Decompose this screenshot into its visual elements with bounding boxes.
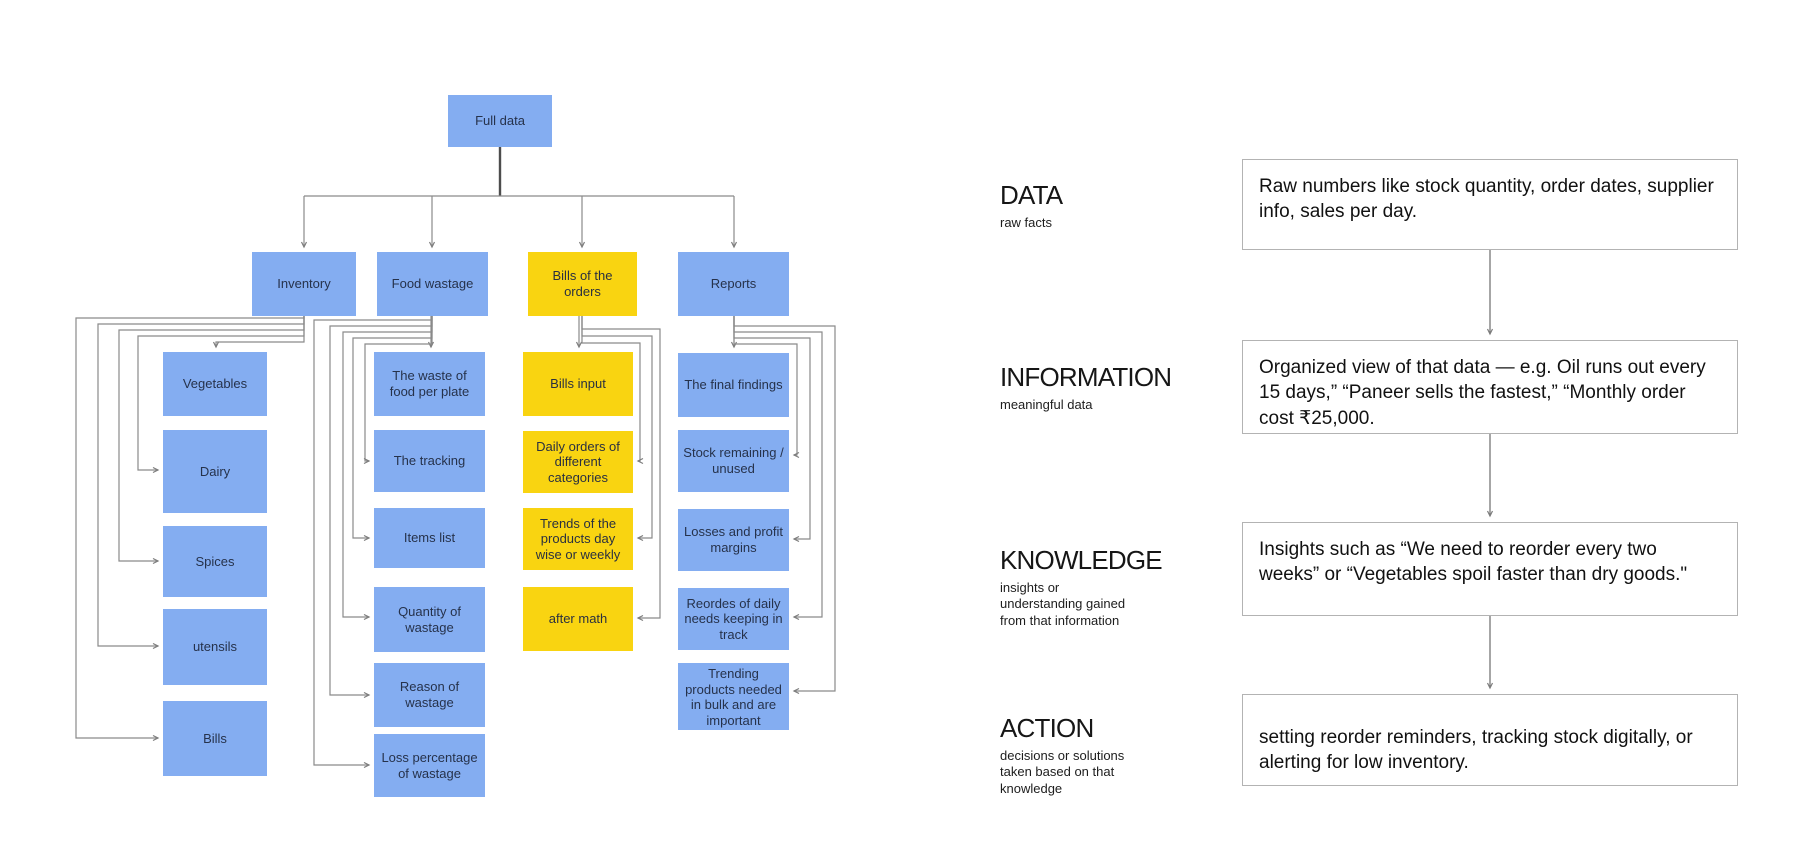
connector-utensils <box>97 316 305 650</box>
dikw-title: KNOWLEDGE <box>1000 545 1163 575</box>
node-vegetables[interactable]: Vegetables <box>163 352 267 416</box>
node-dairy[interactable]: Dairy <box>163 430 267 513</box>
node-label: Food wastage <box>391 276 474 292</box>
node-label: Bills of the orders <box>552 268 613 299</box>
connector-reordes <box>733 316 823 621</box>
dikw-label-data[interactable]: DATA raw facts <box>1000 181 1235 231</box>
node-label: The final findings <box>684 377 783 393</box>
node-label: Vegetables <box>182 376 248 392</box>
node-label: The waste of food per plate <box>389 368 470 399</box>
node-label: Bills <box>203 730 227 746</box>
node-utensils[interactable]: utensils <box>163 609 267 685</box>
node-quantity-of-wastage[interactable]: Quantity of wastage <box>374 587 485 652</box>
node-spices[interactable]: Spices <box>163 526 267 597</box>
node-reports[interactable]: Reports <box>678 252 789 316</box>
connector-trends <box>581 316 653 542</box>
node-loss-percentage[interactable]: Loss percentage of wastage <box>374 734 485 797</box>
node-trending-products[interactable]: Trending products needed in bulk and are… <box>678 663 789 730</box>
dikw-subtitle: insights or understanding gained from th… <box>1000 579 1126 629</box>
node-stock-remaining[interactable]: Stock remaining / unused <box>678 430 789 492</box>
node-label: utensils <box>192 639 238 655</box>
connector-bills <box>75 316 305 742</box>
node-reordes[interactable]: Reordes of daily needs keeping in track <box>678 588 789 650</box>
node-inventory[interactable]: Inventory <box>252 252 356 316</box>
connector-quantity-wastage <box>342 316 433 621</box>
node-reason-of-wastage[interactable]: Reason of wastage <box>374 663 485 727</box>
dikw-label-knowledge[interactable]: KNOWLEDGE insights or understanding gain… <box>1000 546 1235 630</box>
node-bills-input[interactable]: Bills input <box>523 352 633 416</box>
dikw-box-text: Raw numbers like stock quantity, order d… <box>1259 176 1714 223</box>
node-label: Quantity of wastage <box>398 603 461 635</box>
node-label: Items list <box>403 530 456 546</box>
dikw-subtitle: meaningful data <box>1000 396 1093 412</box>
node-after-math[interactable]: after math <box>523 587 633 651</box>
node-bills[interactable]: Bills <box>163 701 267 776</box>
node-the-tracking[interactable]: The tracking <box>374 430 485 492</box>
node-bills-of-the-orders[interactable]: Bills of the orders <box>528 252 637 316</box>
node-label: Dairy <box>199 463 231 479</box>
dikw-box-text: Insights such as “We need to reorder eve… <box>1259 539 1688 586</box>
node-label: Reason of wastage <box>399 679 460 710</box>
dikw-subtitle: decisions or solutions taken based on th… <box>1000 747 1125 797</box>
dikw-box-text: setting reorder reminders, tracking stoc… <box>1259 727 1693 774</box>
node-label: Daily orders of different categories <box>536 438 620 485</box>
connector-spices <box>118 316 305 565</box>
node-label: Full data <box>475 113 525 129</box>
dikw-label-action[interactable]: ACTION decisions or solutions taken base… <box>1000 714 1235 798</box>
dikw-box-action[interactable]: setting reorder reminders, tracking stoc… <box>1242 694 1738 786</box>
node-label: Inventory <box>277 276 331 292</box>
node-label: The tracking <box>393 453 466 469</box>
node-label: Trending products needed in bulk and are… <box>685 666 782 728</box>
node-final-findings[interactable]: The final findings <box>678 353 789 417</box>
node-label: Spices <box>195 553 235 569</box>
node-losses-margins[interactable]: Losses and profit margins <box>678 509 789 571</box>
dikw-subtitle: raw facts <box>1000 214 1053 230</box>
dikw-title: INFORMATION <box>1000 362 1172 392</box>
node-label: Loss percentage of wastage <box>381 749 478 781</box>
dikw-box-data[interactable]: Raw numbers like stock quantity, order d… <box>1242 159 1738 250</box>
node-label: Bills input <box>550 376 606 392</box>
node-label: after math <box>548 611 608 627</box>
node-label: Stock remaining / unused <box>683 445 784 476</box>
node-label: Reports <box>710 276 757 292</box>
node-label: Trends of the products day wise or weekl… <box>535 515 621 562</box>
connector-vegetables <box>212 316 305 349</box>
node-items-list[interactable]: Items list <box>374 508 485 568</box>
node-full-data[interactable]: Full data <box>448 95 552 147</box>
connector-losses-margins <box>733 316 811 543</box>
dikw-box-information[interactable]: Organized view of that data — e.g. Oil r… <box>1242 340 1738 434</box>
node-label: Losses and profit margins <box>683 524 783 555</box>
dikw-title: ACTION <box>1000 713 1094 743</box>
node-food-wastage[interactable]: Food wastage <box>377 252 488 316</box>
node-label: Reordes of daily needs keeping in track <box>684 595 783 642</box>
node-daily-orders[interactable]: Daily orders of different categories <box>523 431 633 493</box>
connector-loss-percentage <box>313 316 433 769</box>
dikw-label-information[interactable]: INFORMATION meaningful data <box>1000 363 1235 413</box>
connector-trending <box>733 316 836 695</box>
dikw-box-knowledge[interactable]: Insights such as “We need to reorder eve… <box>1242 522 1738 616</box>
node-waste-per-plate[interactable]: The waste of food per plate <box>374 352 485 416</box>
dikw-title: DATA <box>1000 180 1063 210</box>
connector-after-math <box>581 316 661 622</box>
connector-reason-wastage <box>329 316 433 699</box>
dikw-box-text: Organized view of that data — e.g. Oil r… <box>1259 357 1706 429</box>
node-trends[interactable]: Trends of the products day wise or weekl… <box>523 508 633 570</box>
